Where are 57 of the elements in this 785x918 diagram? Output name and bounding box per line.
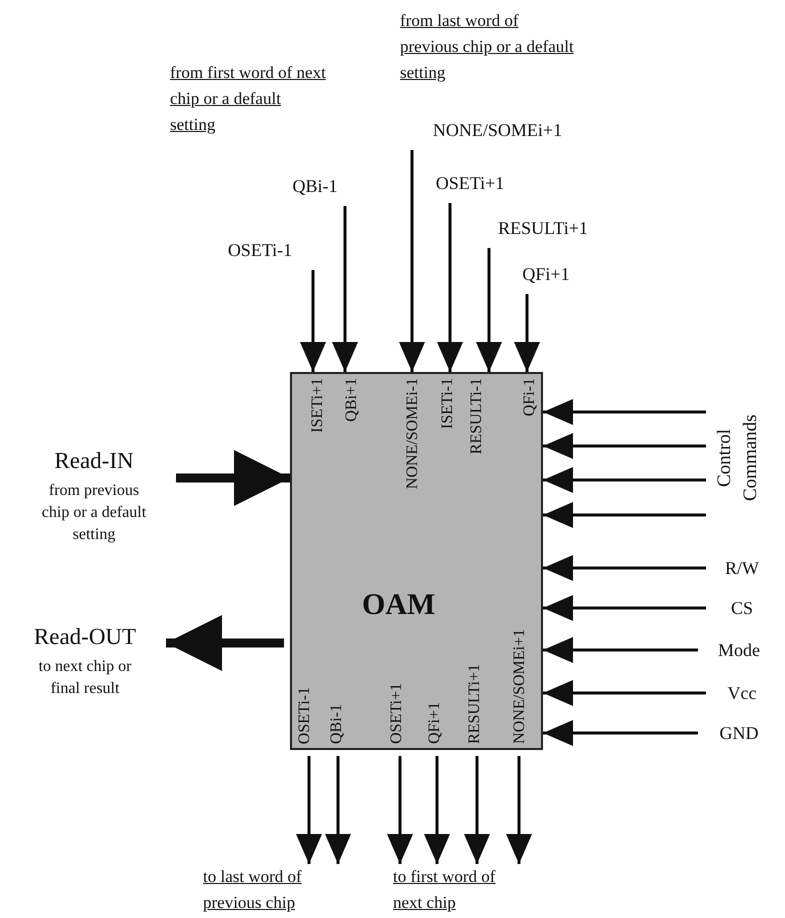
chip-name: OAM (362, 588, 436, 622)
pin-label: QFi+1 (426, 702, 444, 744)
pin-label: OSETi-1 (296, 686, 314, 744)
arrow (332, 206, 358, 372)
arrow (543, 720, 698, 746)
arrow (506, 756, 532, 864)
arrow (543, 637, 698, 663)
caption-text: to first word of next chip (393, 864, 527, 916)
signal-label: OSETi+1 (425, 171, 515, 197)
pin-label: NONE/SOMEi+1 (511, 629, 529, 744)
pin-label: QBi+1 (343, 378, 361, 422)
signal-label: Read-OUT (34, 623, 136, 651)
pin-label: OSETi+1 (388, 683, 406, 744)
pin-label: RESULTi+1 (466, 664, 484, 744)
signal-label: Mode (704, 638, 774, 664)
signal-label: QBi-1 (285, 174, 345, 200)
signal-description: to next chip or final result (38, 657, 132, 699)
arrow (424, 756, 450, 864)
pin-label: QFi-1 (521, 378, 539, 416)
signal-label: NONE/SOMEi+1 (400, 118, 595, 144)
arrow (514, 294, 540, 372)
signal-label: CS (712, 596, 772, 622)
pin-label: QBi-1 (328, 704, 346, 744)
arrow (543, 467, 706, 493)
signal-description: from previous chip or a default setting (40, 481, 148, 545)
arrow (543, 399, 706, 425)
arrow (543, 555, 706, 581)
arrow (399, 150, 425, 372)
pin-label: ISETi-1 (439, 378, 457, 429)
chip-block (290, 372, 543, 750)
signal-label: Vcc (712, 681, 772, 707)
pin-label: RESULTi-1 (468, 378, 486, 454)
arrow (387, 756, 413, 864)
pin-label: NONE/SOMEi-1 (404, 378, 422, 490)
arrow (543, 433, 706, 459)
arrow (296, 756, 322, 864)
arrow (543, 680, 706, 706)
signal-label: RESULTi+1 (488, 216, 598, 242)
arrow (300, 270, 326, 372)
arrow (543, 595, 706, 621)
signal-label: R/W (712, 556, 772, 582)
signal-label: OSETi-1 (215, 238, 305, 264)
signal-label: QFi+1 (515, 262, 577, 288)
arrow (476, 248, 502, 372)
arrow (176, 450, 290, 506)
arrow (543, 502, 706, 528)
arrow (325, 756, 351, 864)
caption-text: from first word of next chip or a default setting (170, 62, 327, 136)
caption-text: from last word of previous chip or a default setting (400, 10, 575, 84)
arrow (464, 756, 490, 864)
caption-text: to last word of previous chip (203, 864, 345, 916)
signal-label: Read-IN (54, 447, 134, 475)
arrow (166, 615, 284, 671)
pin-label: ISETi+1 (309, 378, 327, 433)
arrow (437, 203, 463, 372)
signal-label: GND (704, 721, 774, 747)
signal-label: Control Commands (712, 385, 774, 530)
